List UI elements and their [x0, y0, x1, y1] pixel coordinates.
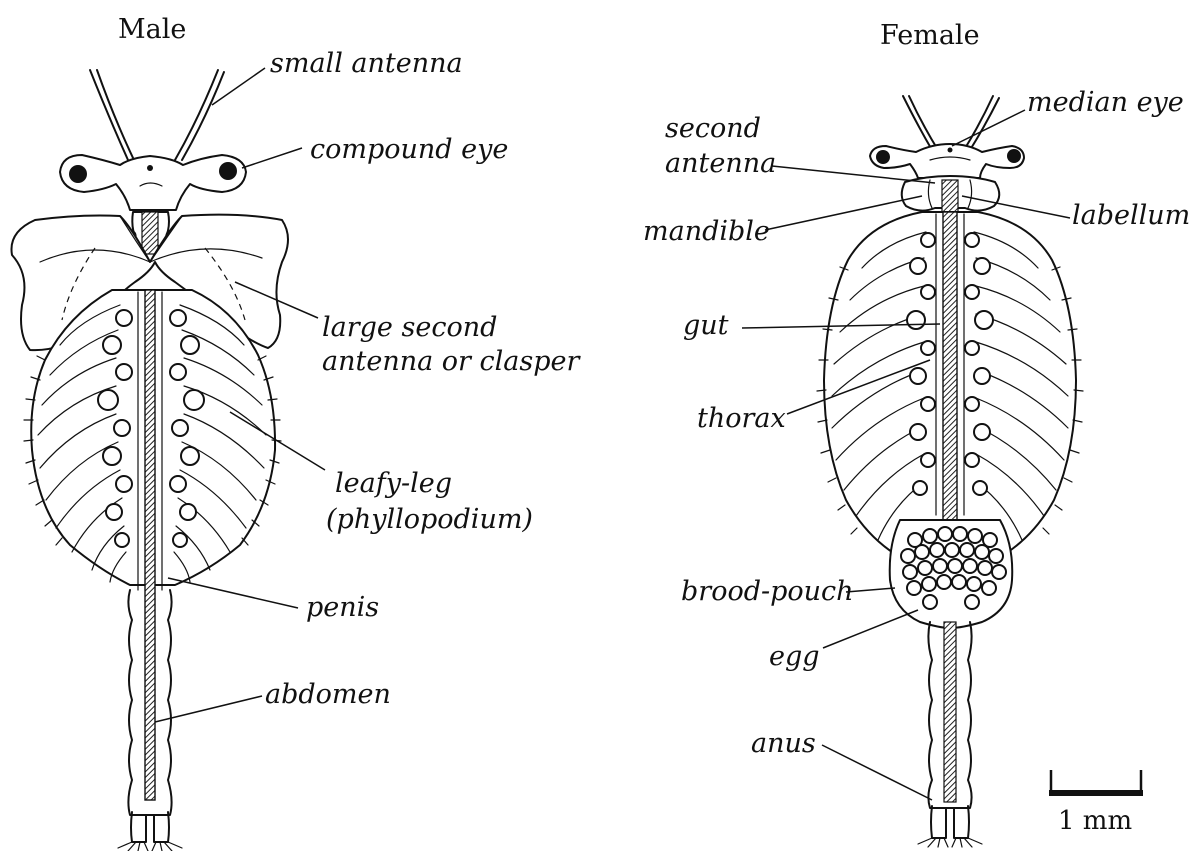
label-small-antenna: small antenna [270, 48, 463, 79]
label-clasper-1: large second [322, 312, 497, 343]
female-figure [817, 96, 1083, 847]
female-small-antenna-left [903, 96, 938, 150]
label-penis: penis [306, 592, 379, 623]
label-leafy-leg-1: leafy-leg [335, 468, 452, 499]
male-eye-left [69, 165, 87, 183]
label-leafy-leg-2: (phyllopodium) [326, 504, 533, 535]
female-head [870, 144, 1024, 178]
scale-bar-label: 1 mm [1058, 806, 1132, 836]
title-female: Female [880, 20, 980, 51]
male-head [60, 155, 246, 210]
label-compound-eye: compound eye [310, 134, 508, 165]
label-median-eye: median eye [1027, 87, 1184, 118]
male-median-eye [147, 165, 153, 171]
male-small-antenna-left [90, 70, 134, 160]
label-brood-pouch: brood-pouch [681, 576, 854, 607]
male-eye-right [219, 162, 237, 180]
scale-bar: 1 mm [1049, 770, 1143, 836]
label-abdomen: abdomen [265, 679, 391, 710]
male-figure [11, 70, 288, 851]
label-gut: gut [683, 310, 729, 341]
female-gut [943, 212, 957, 522]
female-eye-left [876, 150, 890, 164]
label-anus: anus [751, 728, 816, 759]
label-egg: egg [769, 641, 820, 672]
title-male: Male [118, 14, 186, 45]
label-labellum: labellum [1072, 200, 1190, 231]
label-second-antenna-2: antenna [665, 148, 776, 179]
male-gut [145, 290, 155, 800]
label-thorax: thorax [697, 403, 786, 434]
label-mandible: mandible [643, 216, 770, 247]
female-median-eye [948, 148, 953, 153]
label-clasper-2: antenna or clasper [322, 346, 581, 377]
label-second-antenna-1: second [665, 113, 761, 144]
female-small-antenna-right [964, 96, 999, 150]
male-small-antenna-right [175, 70, 224, 160]
female-eye-right [1007, 149, 1021, 163]
